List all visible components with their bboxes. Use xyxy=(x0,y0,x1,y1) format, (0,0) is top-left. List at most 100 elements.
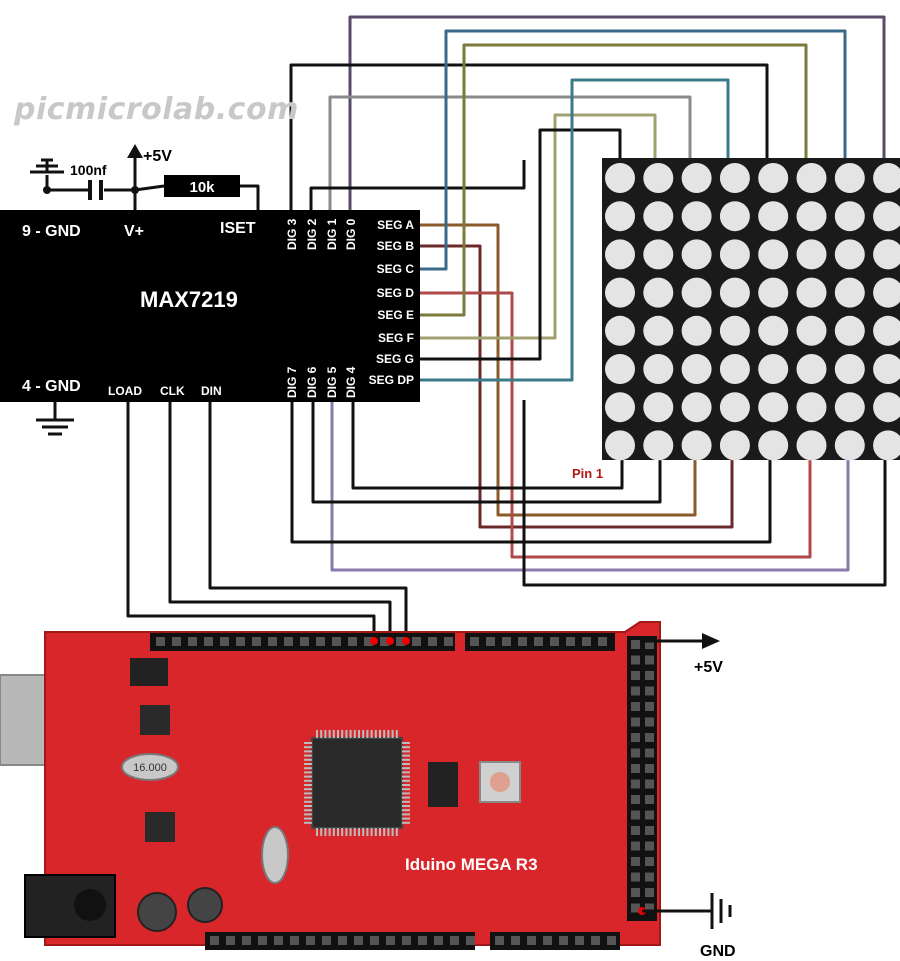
led-dot xyxy=(605,201,635,232)
header-pin xyxy=(645,903,654,913)
reset-button[interactable] xyxy=(479,761,521,803)
header-pin xyxy=(364,637,373,646)
header-pin xyxy=(434,936,443,945)
chip-vplus: V+ xyxy=(124,223,144,240)
header-pin xyxy=(645,888,654,897)
header-pin xyxy=(645,686,654,696)
led-dot xyxy=(796,315,827,346)
led-dot xyxy=(796,201,827,232)
header-pin xyxy=(188,637,197,646)
led-dot xyxy=(873,239,900,270)
led-dot xyxy=(873,201,900,232)
digit-label-top: DIG 3 xyxy=(285,218,299,250)
wire-dig5 xyxy=(330,400,850,572)
header-pin xyxy=(631,686,640,696)
led-dot xyxy=(643,430,674,461)
header-pin xyxy=(396,637,405,646)
led-dot xyxy=(796,392,827,423)
header-pin xyxy=(172,637,181,646)
header-pin xyxy=(645,841,654,851)
chip-name: MAX7219 xyxy=(140,287,238,312)
header-pin xyxy=(300,637,309,646)
header-pin xyxy=(631,872,640,882)
led-dot xyxy=(796,239,827,270)
led-dot xyxy=(758,201,789,232)
wire-seg-dp xyxy=(420,78,730,382)
header-pin xyxy=(444,637,453,646)
led-dot xyxy=(719,315,750,346)
wire-seg-f xyxy=(420,113,657,340)
led-dot xyxy=(873,392,900,423)
header-pin xyxy=(575,936,584,945)
digit-label-top: DIG 0 xyxy=(344,218,358,250)
segment-label: SEG G xyxy=(376,352,414,366)
mcu-chip xyxy=(311,737,403,829)
led-dot xyxy=(719,163,750,193)
header-pin xyxy=(631,826,640,835)
wire-seg-e xyxy=(420,43,808,317)
header-pin xyxy=(543,936,552,945)
wire-dig0 xyxy=(348,15,886,210)
header-pin xyxy=(306,936,315,945)
header-pin xyxy=(631,764,640,773)
led-dot xyxy=(758,239,789,270)
wire-dig4 xyxy=(351,400,624,490)
led-dot xyxy=(796,354,827,384)
header-pin xyxy=(645,857,654,866)
header-pin xyxy=(631,903,640,913)
led-dot xyxy=(873,354,900,384)
wire-iset xyxy=(240,184,260,210)
header-pin xyxy=(598,637,607,646)
header-pin xyxy=(645,733,654,742)
segment-label: SEG D xyxy=(377,286,415,300)
segment-label: SEG A xyxy=(377,218,414,232)
header-pin xyxy=(204,637,213,646)
header-pin xyxy=(268,637,277,646)
header-pin xyxy=(631,748,640,758)
led-dot xyxy=(681,277,712,308)
header-pin xyxy=(645,795,654,804)
board-vcc-label: +5V xyxy=(694,659,723,676)
header-pin xyxy=(645,779,654,789)
wire-dig3 xyxy=(289,63,769,210)
header-pin xyxy=(631,702,640,711)
led-grid xyxy=(605,163,900,461)
vcc-top-label: +5V xyxy=(143,148,172,165)
header-pin xyxy=(210,936,219,945)
led-dot xyxy=(796,430,827,461)
header-pin xyxy=(242,936,251,945)
led-dot xyxy=(834,430,865,461)
led-dot xyxy=(758,430,789,461)
header-pin xyxy=(645,717,654,727)
header-pin xyxy=(518,637,527,646)
led-dot xyxy=(796,277,827,308)
led-dot xyxy=(873,277,900,308)
header-pin xyxy=(380,637,389,646)
led-dot xyxy=(719,201,750,232)
led-dot xyxy=(758,277,789,308)
header-pin xyxy=(566,637,575,646)
board-name: Iduino MEGA R3 xyxy=(405,855,538,874)
header-pin xyxy=(631,671,640,680)
digit-label-bottom: DIG 6 xyxy=(305,366,319,398)
wire-seg-g xyxy=(420,128,622,361)
header-pin xyxy=(348,637,357,646)
led-dot xyxy=(834,354,865,384)
header-pin xyxy=(236,637,245,646)
led-dot xyxy=(719,239,750,270)
pin1-label: Pin 1 xyxy=(572,466,603,481)
header-pin xyxy=(386,936,395,945)
header-pin xyxy=(645,702,654,711)
digit-label-bottom: DIG 7 xyxy=(285,366,299,398)
header-pin xyxy=(631,655,640,665)
wire-seg-c xyxy=(420,29,847,271)
header-pin xyxy=(332,637,341,646)
header-pin xyxy=(631,795,640,804)
max7219-chip: 9 - GND V+ ISET MAX7219 4 - GND LOAD CLK… xyxy=(0,210,420,402)
arrow-up-icon xyxy=(127,144,143,158)
header-pin xyxy=(274,936,283,945)
header-pin xyxy=(645,640,654,649)
power-section: 100nf +5V 10k xyxy=(30,144,240,200)
led-dot xyxy=(758,354,789,384)
